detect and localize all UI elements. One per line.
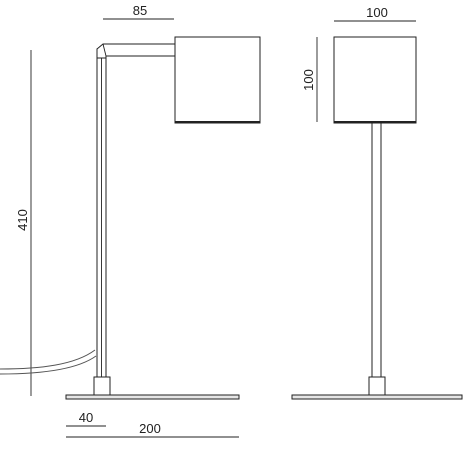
power-cord-outline [0, 355, 97, 375]
dimension-label-200: 200 [139, 421, 161, 436]
dimension-label-100-width: 100 [366, 5, 388, 20]
lamp-shade-side [174, 36, 261, 124]
arm-bend-line [102, 43, 107, 57]
lamp-stem-front [371, 122, 382, 378]
base-plate-front [291, 394, 463, 400]
front-view: 100 100 [291, 5, 463, 400]
dimension-label-410: 410 [15, 209, 30, 231]
base-plate-side [65, 394, 240, 400]
dimension-label-40: 40 [79, 410, 93, 425]
stem-base-block-side [93, 376, 111, 396]
stem-base-block-front [368, 376, 386, 396]
dimension-label-100-height: 100 [301, 69, 316, 91]
lamp-shade-front [333, 36, 417, 124]
dimension-label-85: 85 [133, 3, 147, 18]
side-view: 85 410 40 200 [0, 3, 261, 438]
lamp-arm [96, 43, 176, 59]
power-cord [0, 349, 96, 370]
